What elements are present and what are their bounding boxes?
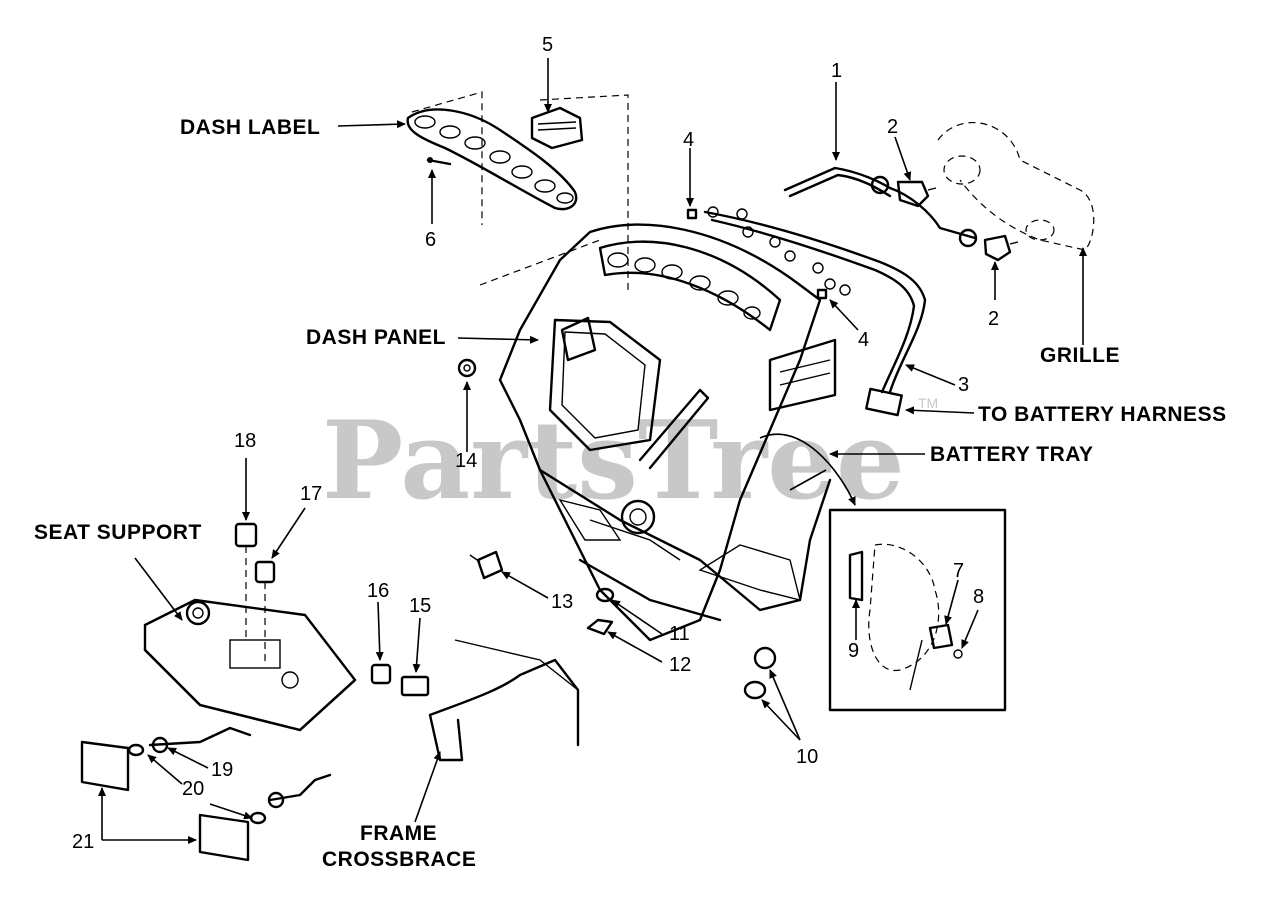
part-18	[234, 522, 258, 640]
callout-19: 19	[211, 759, 233, 781]
lamp-lens-21	[80, 740, 250, 862]
part-16	[370, 663, 392, 685]
label-grille: GRILLE	[1040, 344, 1120, 367]
pins-4	[686, 208, 828, 300]
switch-10	[743, 646, 777, 700]
callout-8: 8	[973, 586, 984, 608]
label-battery-tray: BATTERY TRAY	[930, 443, 1094, 466]
callout-20: 20	[182, 778, 204, 800]
part-17	[254, 560, 276, 665]
headlight-wire	[783, 166, 978, 248]
callout-9: 9	[848, 640, 859, 662]
key-12	[586, 618, 614, 636]
callout-1: 1	[831, 60, 842, 82]
inset-detail	[828, 508, 1007, 712]
label-crossbrace: CROSSBRACE	[322, 848, 476, 871]
callout-17: 17	[300, 483, 322, 505]
wiring-harness	[703, 206, 927, 417]
frame-crossbrace	[428, 639, 580, 762]
callout-10: 10	[796, 746, 818, 768]
dash-panel	[498, 223, 832, 642]
callout-6: 6	[425, 229, 436, 251]
callout-2b: 2	[988, 308, 999, 330]
callout-11: 11	[669, 623, 690, 645]
part-5	[530, 106, 584, 150]
battery-tray	[768, 338, 837, 412]
callout-14: 14	[455, 450, 477, 472]
watermark-tm: TM	[918, 395, 938, 411]
screw-6	[426, 157, 452, 166]
callout-18: 18	[234, 430, 256, 452]
callout-13: 13	[551, 591, 573, 613]
watermark: PartsTree	[322, 398, 905, 524]
seat-support	[143, 598, 357, 732]
headlight-bulb-2b	[983, 234, 1019, 262]
headlight-bulb-2a	[896, 180, 937, 208]
label-seat-support: SEAT SUPPORT	[34, 521, 202, 544]
light-wire-19	[148, 726, 332, 809]
callout-15: 15	[409, 595, 431, 617]
label-dash-panel: DASH PANEL	[306, 326, 446, 349]
callout-16: 16	[367, 580, 389, 602]
label-to-battery-harness: TO BATTERY HARNESS	[978, 403, 1227, 426]
callout-2a: 2	[887, 116, 898, 138]
callout-5: 5	[542, 34, 553, 56]
dash-label-part	[406, 108, 578, 211]
connector-13	[469, 550, 504, 580]
callout-3: 3	[958, 374, 969, 396]
callout-4b: 4	[858, 329, 869, 351]
label-frame: FRAME	[360, 822, 437, 845]
callout-7: 7	[953, 560, 964, 582]
grille	[937, 122, 1095, 251]
nut-14	[457, 358, 477, 378]
part-15	[400, 675, 430, 697]
nut-11	[595, 587, 615, 603]
label-dash-label: DASH LABEL	[180, 116, 320, 139]
callout-21: 21	[72, 831, 94, 853]
callout-12: 12	[669, 654, 691, 676]
callout-4a: 4	[683, 129, 694, 151]
